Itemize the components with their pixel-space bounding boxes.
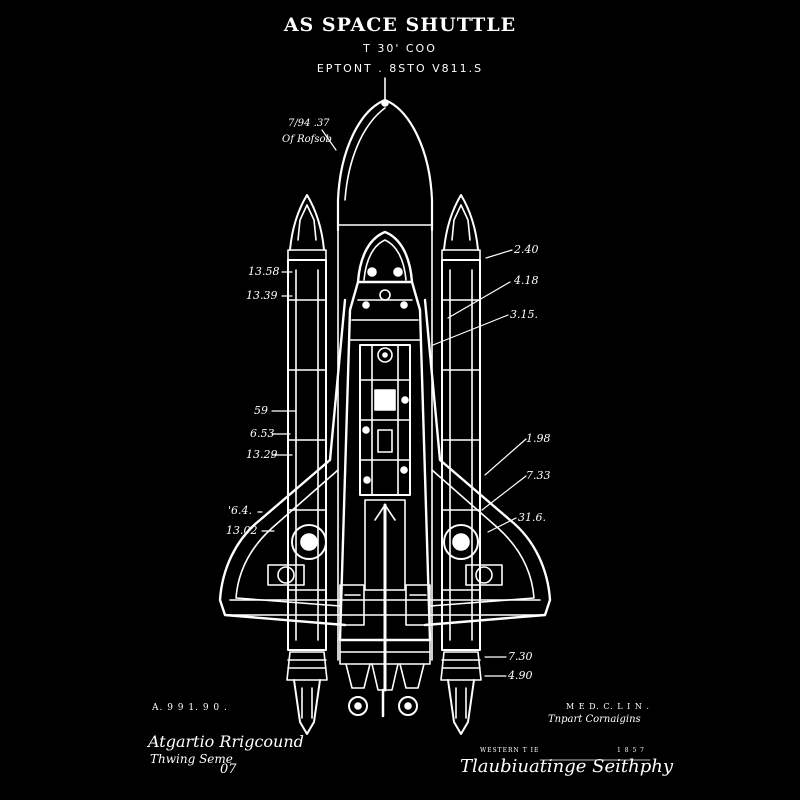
callout-left-5: 13.29	[246, 448, 278, 461]
callout-right-5: 7.33	[526, 469, 551, 482]
callout-left-2: 13.39	[246, 289, 278, 302]
footer-right-tiny-left: WESTERN T IE	[480, 747, 540, 754]
footer-right-small-1: M E D. C. L I N .	[566, 702, 650, 711]
callout-right-6: 31.6.	[518, 511, 546, 524]
callout-left-4: 6.53	[250, 427, 275, 440]
poster-subtitle: T 30' COO	[363, 42, 437, 55]
left-solid-rocket-booster	[287, 195, 327, 734]
signature-left-3: 07	[220, 762, 237, 777]
callout-right-4: 1.98	[526, 432, 551, 445]
right-solid-rocket-booster	[441, 195, 481, 734]
engine-domes	[292, 525, 478, 559]
signature-right: Tlaubiuatinge Seithphy	[460, 756, 674, 777]
orbiter-fuselage	[340, 232, 430, 690]
signature-left-2: Thwing Seme	[150, 752, 233, 766]
left-leader-lines	[258, 130, 336, 531]
callout-left-3: 59	[254, 404, 268, 417]
annotation-line-1: 7/94 .37	[288, 118, 330, 129]
callout-left-6: '6.4.	[228, 504, 253, 517]
orbiter-wings	[220, 300, 550, 625]
external-tank	[338, 100, 432, 660]
callout-right-7: 7.30	[508, 650, 533, 663]
poster-title: AS SPACE SHUTTLE	[283, 14, 517, 36]
callout-left-1: 13.58	[248, 265, 280, 278]
footer-right-tiny-right: 1 8 5 7	[617, 747, 645, 754]
callout-right-1: 2.40	[514, 243, 539, 256]
signature-left-1: Atgartio Rrigcound	[148, 732, 304, 751]
callout-right-2: 4.18	[514, 274, 539, 287]
callout-right-8: 4.90	[508, 669, 533, 682]
annotation-line-2: Of Rofsob	[282, 134, 332, 145]
orbiter-engines	[340, 640, 430, 716]
callout-right-3: 3.15.	[510, 308, 538, 321]
right-leader-lines	[433, 250, 526, 676]
footer-date: A. 9 9 1. 9 0 .	[152, 703, 228, 713]
patent-line: EPTONT . 8STO V811.S	[316, 62, 484, 75]
footer-right-small-2: Tnpart Cornaigins	[548, 714, 641, 725]
callout-left-7: 13.02	[226, 524, 258, 537]
